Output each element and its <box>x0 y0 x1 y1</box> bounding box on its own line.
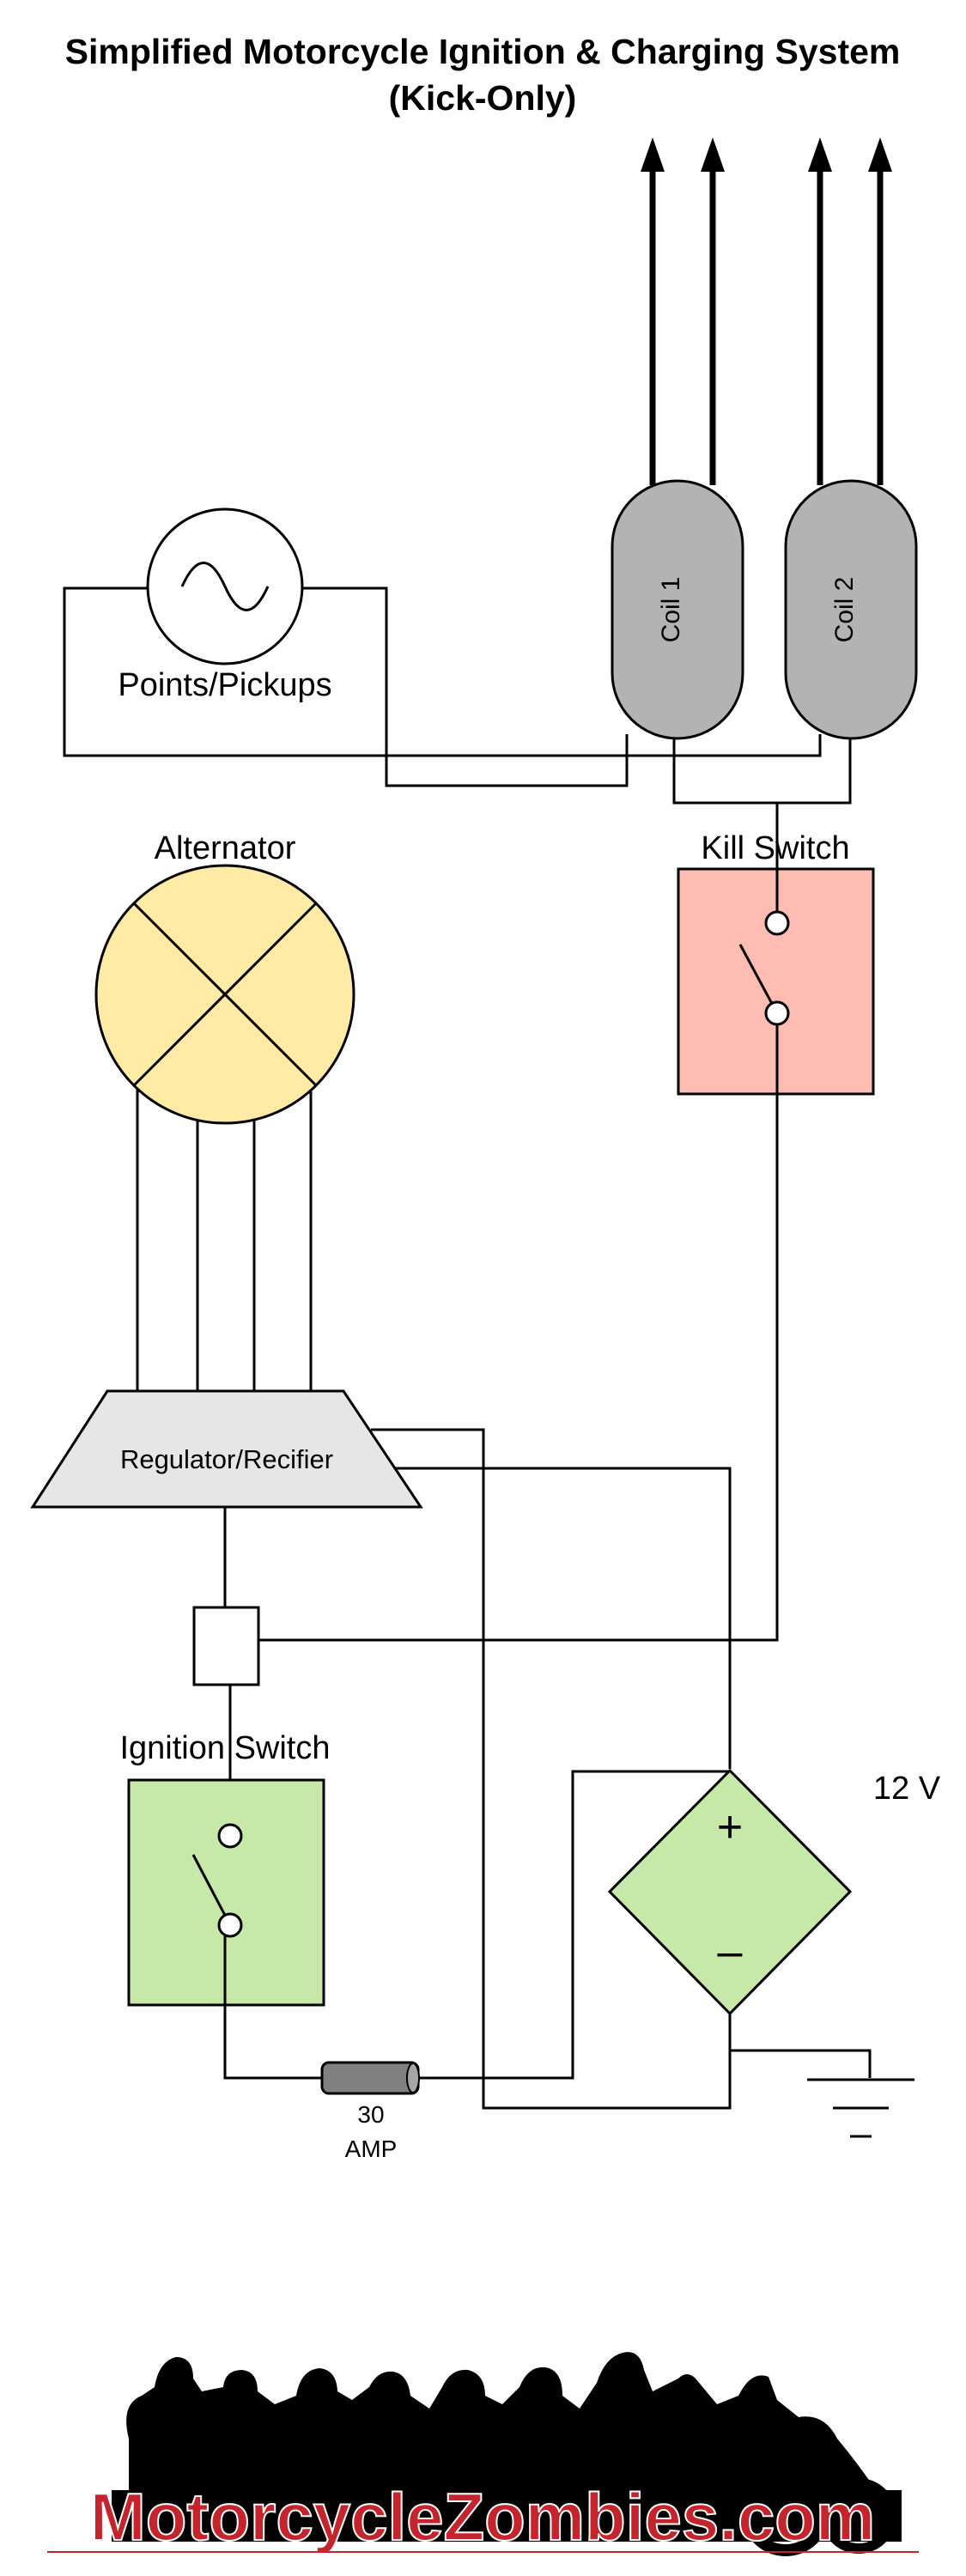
alternator: Alternator <box>94 830 355 1125</box>
kill-switch: Kill Switch <box>677 830 875 1096</box>
diagram-title-line2: (Kick-Only) <box>389 78 577 118</box>
fuse-unit: AMP <box>345 2136 398 2162</box>
points-pickups-label: Points/Pickups <box>118 667 331 703</box>
junction-box <box>192 1606 260 1686</box>
spark-plug-leads <box>641 137 892 485</box>
battery-minus-sign: – <box>718 1927 743 1977</box>
coil-2: Coil 2 <box>784 479 918 740</box>
ground-icon <box>807 2078 914 2138</box>
points-pickups: Points/Pickups <box>118 507 332 703</box>
regulator-label: Regulator/Recifier <box>120 1444 333 1474</box>
fuse-30-amp: 30 AMP <box>320 2061 420 2162</box>
coil-2-label: Coil 2 <box>830 577 859 643</box>
ignition-switch-label: Ignition Switch <box>119 1730 330 1766</box>
battery-plus-sign: + <box>717 1802 743 1852</box>
fuse-rating: 30 <box>357 2101 384 2128</box>
zombie-silhouette-logo <box>112 2352 902 2556</box>
battery-12v: + – 12 V <box>607 1768 941 2016</box>
diagram-title-line1: Simplified Motorcycle Ignition & Chargin… <box>65 32 901 71</box>
wiring <box>63 586 872 2110</box>
brand-name: MotorcycleZombies.com <box>90 2479 876 2555</box>
ignition-switch: Ignition Switch <box>119 1730 331 2007</box>
coil-1: Coil 1 <box>611 479 744 740</box>
alternator-label: Alternator <box>155 830 296 866</box>
kill-switch-label: Kill Switch <box>701 830 849 866</box>
battery-voltage-label: 12 V <box>873 1771 941 1807</box>
coil-1-label: Coil 1 <box>657 577 685 643</box>
regulator-rectifier: Regulator/Recifier <box>30 1389 423 1509</box>
